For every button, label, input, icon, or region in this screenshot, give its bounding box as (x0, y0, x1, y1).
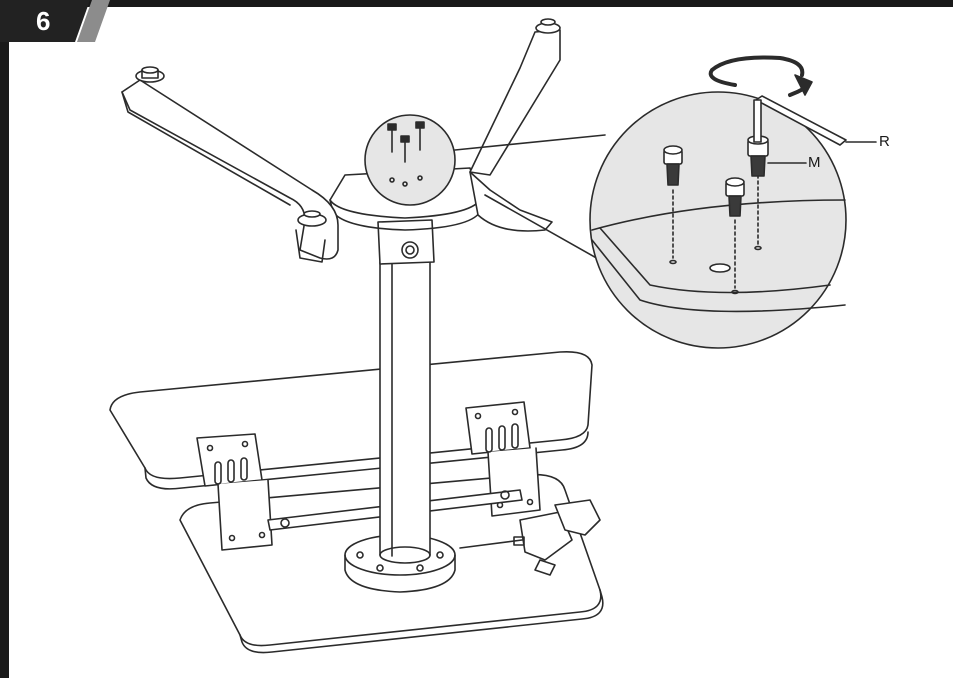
frame-top-border (0, 0, 953, 7)
left-arm (121, 66, 339, 263)
actuator (459, 499, 601, 576)
right-arm (469, 18, 561, 232)
step-number: 6 (36, 6, 51, 36)
hub-zoom-circle (364, 114, 456, 206)
detail-screws (663, 135, 769, 217)
main-column (379, 260, 431, 564)
frame-left-border (0, 0, 9, 678)
left-bracket (196, 433, 273, 551)
wrench-label: R (879, 133, 890, 150)
screw-label: M (808, 154, 821, 171)
detail-leader-lines (454, 134, 606, 261)
rotation-arrow (708, 55, 813, 97)
column-clamp (377, 219, 435, 265)
detail-circle (589, 91, 847, 349)
hex-key (753, 95, 877, 164)
step-tab (0, 0, 110, 42)
